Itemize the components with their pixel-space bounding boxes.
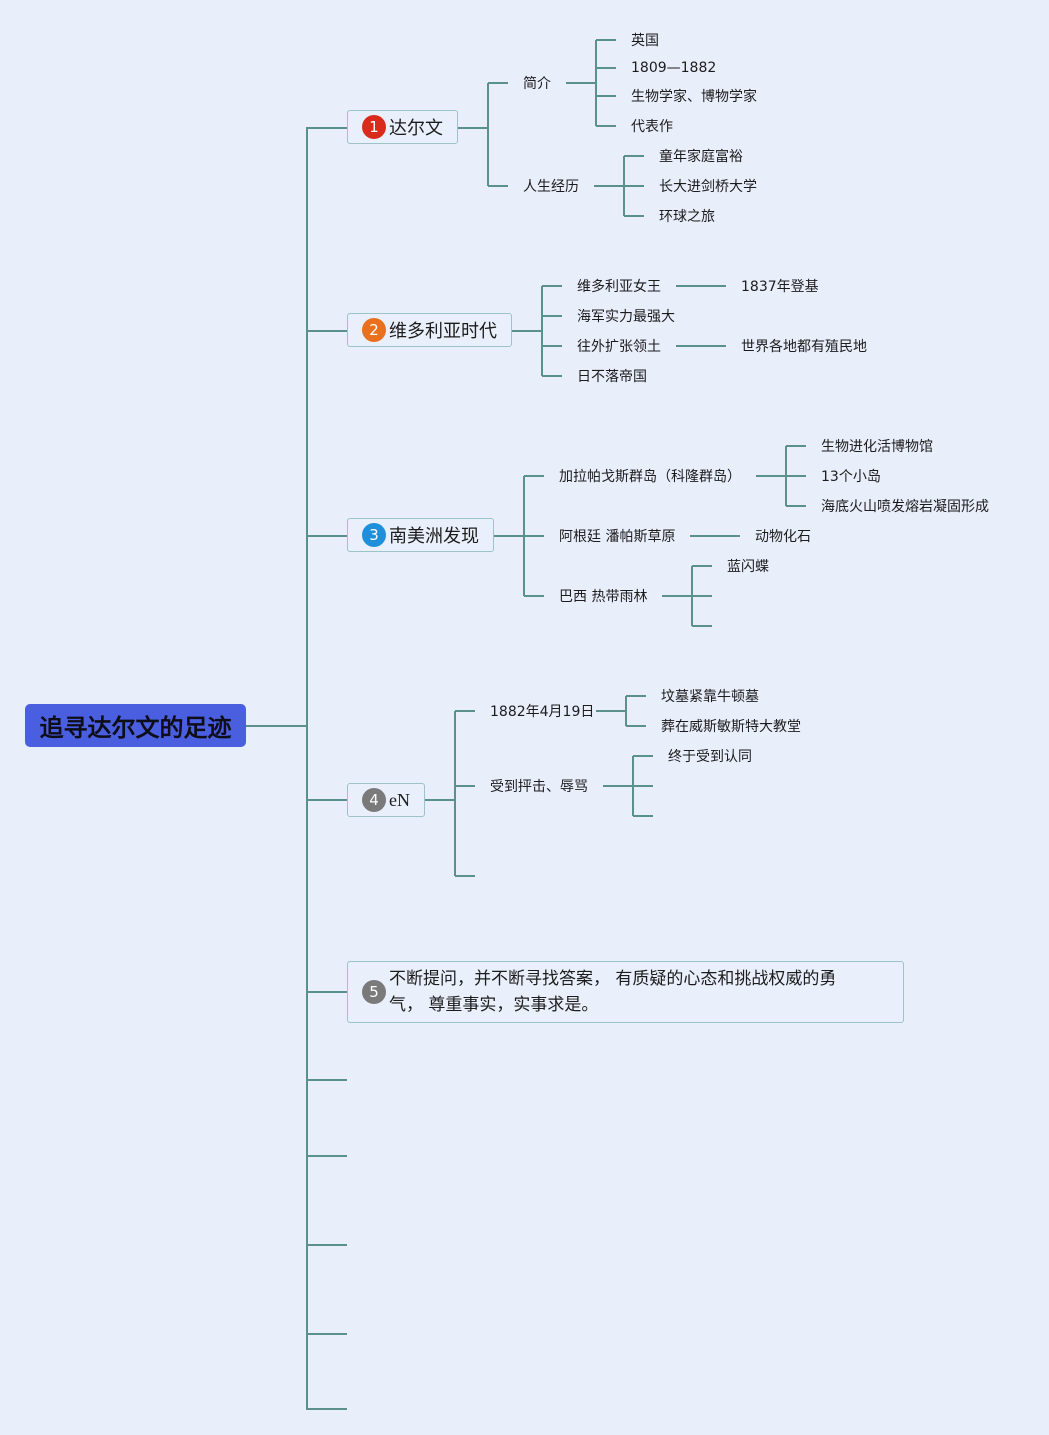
leaf-node[interactable]: 终于受到认同	[668, 749, 752, 765]
subtopic[interactable]: 维多利亚女王	[577, 279, 661, 295]
topic-label: 南美洲发现	[389, 526, 479, 547]
leaf-node[interactable]: 生物进化活博物馆	[821, 439, 933, 455]
topic-label: 维多利亚时代	[389, 321, 497, 342]
leaf-node[interactable]: 环球之旅	[659, 209, 715, 225]
root-title: 追寻达尔文的足迹	[39, 714, 232, 742]
subtopic[interactable]: 加拉帕戈斯群岛（科隆群岛）	[559, 469, 741, 485]
number-badge-icon: 4	[362, 788, 386, 812]
number-badge-icon: 5	[362, 980, 386, 1004]
leaf-node[interactable]: 世界各地都有殖民地	[741, 339, 867, 355]
leaf-node[interactable]: 长大进剑桥大学	[659, 179, 757, 195]
subtopic[interactable]: 海军实力最强大	[577, 309, 675, 325]
leaf-node[interactable]: 英国	[631, 33, 659, 49]
leaf-node[interactable]: 1837年登基	[741, 279, 819, 295]
leaf-node[interactable]: 代表作	[631, 119, 673, 135]
subtopic-life[interactable]: 人生经历	[523, 179, 579, 195]
leaf-node[interactable]: 童年家庭富裕	[659, 149, 743, 165]
number-badge-icon: 1	[362, 115, 386, 139]
root-topic[interactable]: 追寻达尔文的足迹	[25, 704, 246, 747]
topic-conclusion[interactable]: 5 不断提问，并不断寻找答案， 有质疑的心态和挑战权威的勇气， 尊重事实，实事求…	[347, 961, 904, 1023]
subtopic[interactable]: 1882年4月19日	[490, 704, 595, 720]
leaf-node[interactable]: 1809—1882	[631, 60, 717, 76]
leaf-node[interactable]: 蓝闪蝶	[727, 559, 769, 575]
subtopic-intro[interactable]: 简介	[523, 76, 551, 92]
leaf-node[interactable]: 坟墓紧靠牛顿墓	[661, 689, 759, 705]
topic-south-america[interactable]: 3 南美洲发现	[347, 518, 494, 552]
leaf-node[interactable]: 生物学家、博物学家	[631, 89, 757, 105]
topic-label: 达尔文	[389, 118, 443, 139]
subtopic[interactable]: 阿根廷 潘帕斯草原	[559, 529, 676, 545]
subtopic[interactable]: 受到抨击、辱骂	[490, 779, 588, 795]
number-badge-icon: 3	[362, 523, 386, 547]
number-badge-icon: 2	[362, 318, 386, 342]
leaf-node[interactable]: 葬在威斯敏斯特大教堂	[661, 719, 801, 735]
subtopic[interactable]: 日不落帝国	[577, 369, 647, 385]
leaf-node[interactable]: 13个小岛	[821, 469, 881, 485]
leaf-node[interactable]: 动物化石	[755, 529, 811, 545]
subtopic[interactable]: 巴西 热带雨林	[559, 589, 648, 605]
topic-victorian-era[interactable]: 2 维多利亚时代	[347, 313, 512, 347]
topic-label: 不断提问，并不断寻找答案， 有质疑的心态和挑战权威的勇气， 尊重事实，实事求是。	[389, 969, 837, 1015]
subtopic[interactable]: 往外扩张领土	[577, 339, 661, 355]
topic-en[interactable]: 4 eN	[347, 783, 425, 817]
topic-darwin[interactable]: 1 达尔文	[347, 110, 458, 144]
topic-label: eN	[389, 789, 410, 810]
leaf-node[interactable]: 海底火山喷发熔岩凝固形成	[821, 499, 989, 515]
